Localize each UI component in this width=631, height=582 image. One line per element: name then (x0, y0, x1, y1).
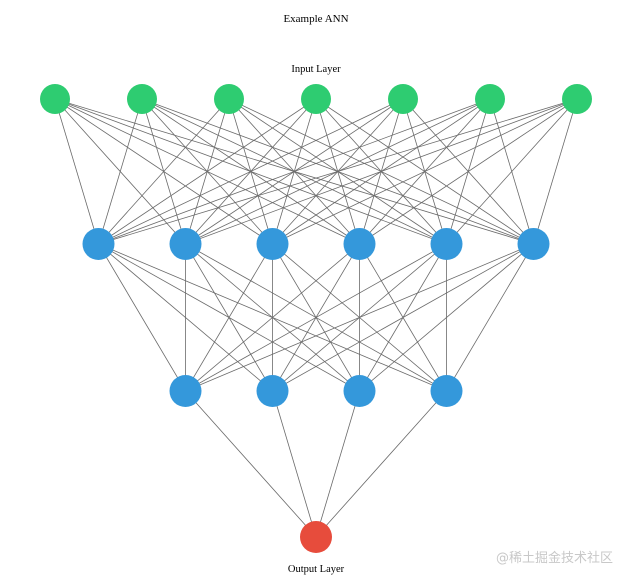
edge-hidden2-2-to-output-0 (315, 390, 360, 538)
input-neuron-5 (388, 84, 418, 114)
edge-hidden1-2-to-hidden2-0 (185, 243, 273, 392)
hidden2-neuron-4 (430, 375, 463, 407)
hidden1-neuron-4 (343, 228, 376, 260)
input-neuron-7 (562, 84, 592, 114)
edge-input-6-to-hidden1-0 (98, 98, 578, 245)
neuron-nodes (40, 84, 592, 553)
input-neuron-3 (214, 84, 244, 114)
edge-hidden1-5-to-hidden2-0 (185, 243, 534, 392)
edge-hidden2-1-to-output-0 (272, 390, 317, 538)
input-neuron-4 (301, 84, 331, 114)
hidden1-neuron-3 (256, 228, 289, 260)
input-neuron-6 (475, 84, 505, 114)
hidden2-neuron-1 (169, 375, 202, 407)
edge-hidden2-0-to-output-0 (185, 390, 317, 538)
edge-input-6-to-hidden1-4 (446, 98, 578, 245)
edge-input-6-to-hidden1-1 (185, 98, 578, 245)
edge-input-6-to-hidden1-3 (359, 98, 578, 245)
edge-input-4-to-hidden1-0 (98, 98, 404, 245)
edge-input-6-to-hidden1-2 (272, 98, 578, 245)
output-neuron-1 (300, 521, 332, 553)
hidden2-neuron-3 (343, 375, 376, 407)
edge-hidden1-5-to-hidden2-2 (359, 243, 534, 392)
edge-input-1-to-hidden1-0 (98, 98, 143, 245)
edge-hidden1-4-to-hidden2-0 (185, 243, 447, 392)
edge-input-6-to-hidden1-5 (533, 98, 578, 245)
connection-edges (54, 98, 578, 538)
hidden1-neuron-6 (517, 228, 550, 260)
edge-hidden2-3-to-output-0 (315, 390, 447, 538)
hidden1-neuron-1 (82, 228, 115, 260)
edge-hidden1-0-to-hidden2-0 (98, 243, 186, 392)
input-neuron-1 (40, 84, 70, 114)
hidden2-neuron-2 (256, 375, 289, 407)
input-layer-label: Input Layer (291, 64, 341, 75)
hidden1-neuron-2 (169, 228, 202, 260)
watermark: @稀土掘金技术社区 (496, 550, 613, 566)
edge-input-0-to-hidden1-0 (54, 98, 99, 245)
diagram-title: Example ANN (283, 13, 348, 25)
hidden1-neuron-5 (430, 228, 463, 260)
output-layer-label: Output Layer (288, 564, 345, 575)
edge-input-3-to-hidden1-0 (98, 98, 317, 245)
edge-input-5-to-hidden1-0 (98, 98, 491, 245)
edge-input-2-to-hidden1-0 (98, 98, 230, 245)
input-neuron-2 (127, 84, 157, 114)
edge-hidden1-5-to-hidden2-3 (446, 243, 534, 392)
edge-hidden1-5-to-hidden2-1 (272, 243, 534, 392)
edge-hidden1-3-to-hidden2-0 (185, 243, 360, 392)
